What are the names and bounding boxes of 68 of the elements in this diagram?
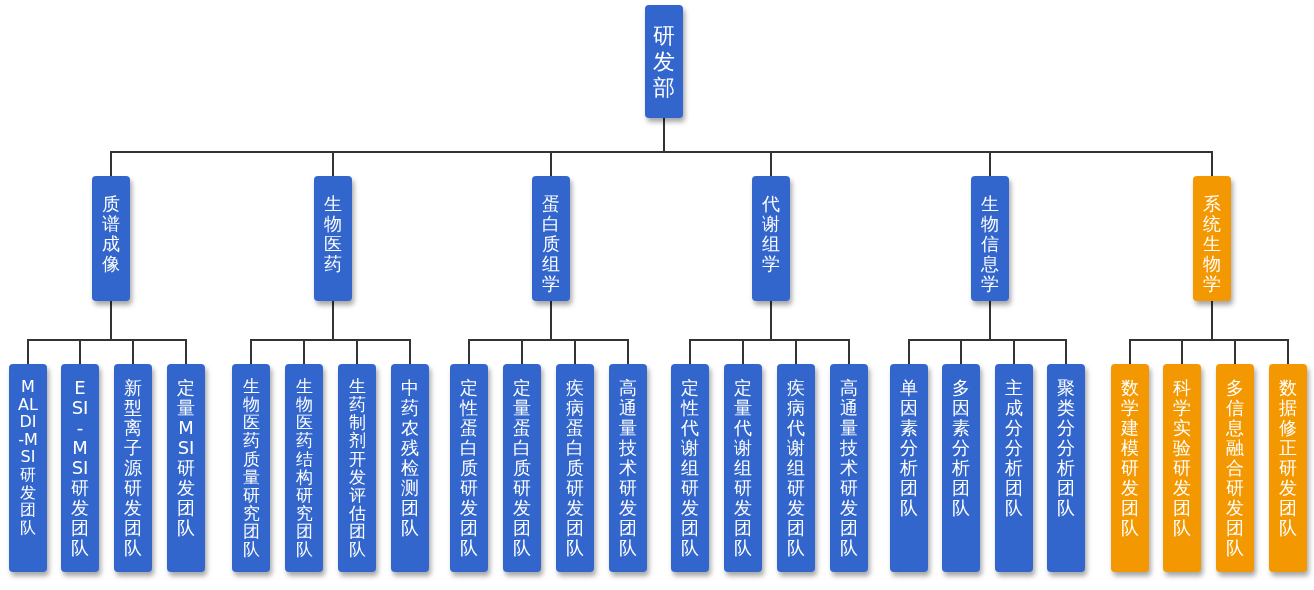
box-label: ESI-MSI研发团队 xyxy=(70,378,90,558)
box-label: 定量蛋白质研发团队 xyxy=(512,378,532,558)
box-label: 定量 MSI 研发团队 xyxy=(176,378,196,538)
team-box xyxy=(167,364,205,572)
team-box xyxy=(609,364,647,572)
team-box xyxy=(1111,364,1149,572)
team-box xyxy=(232,364,270,572)
box-label: 数学建模研发团队 xyxy=(1120,378,1140,538)
team-box xyxy=(61,364,99,572)
division-box xyxy=(92,176,130,301)
box-label: 疾病代谢组研发团队 xyxy=(786,378,806,558)
box-label: 科学实验研发团队 xyxy=(1172,378,1192,538)
department-box xyxy=(645,5,683,118)
team-box xyxy=(890,364,928,572)
team-box xyxy=(777,364,815,572)
division-box xyxy=(314,176,352,301)
team-box xyxy=(724,364,762,572)
box-label: 定量代谢组研发团队 xyxy=(733,378,753,558)
box-label: 中药农残检测团队 xyxy=(400,378,420,538)
box-label: 质谱成像 xyxy=(101,194,121,274)
team-box xyxy=(1216,364,1254,572)
connector-line xyxy=(332,300,411,365)
connector-line xyxy=(989,300,1067,365)
team-box xyxy=(285,364,323,572)
team-box xyxy=(1047,364,1085,572)
team-box xyxy=(503,364,541,572)
box-label: 研发部 xyxy=(652,22,676,101)
box-label: 生物医药结构研究团队 xyxy=(294,378,314,560)
connector-line xyxy=(550,300,629,365)
box-label: 生药制剂开发评估团队 xyxy=(347,378,367,560)
division-box xyxy=(1193,176,1231,301)
connector-line xyxy=(110,300,187,365)
box-label: 多因素分析团队 xyxy=(951,378,971,518)
team-box xyxy=(1269,364,1307,572)
division-box xyxy=(971,176,1009,301)
connector-line xyxy=(1211,300,1289,365)
box-label: 数据修正研发团队 xyxy=(1278,378,1298,538)
box-label: 定性蛋白质研发团队 xyxy=(459,378,479,558)
team-box xyxy=(450,364,488,572)
team-box xyxy=(1163,364,1201,572)
team-box xyxy=(338,364,376,572)
connector-line xyxy=(770,300,850,365)
team-box xyxy=(9,364,47,572)
box-label: 新型离子源研发团队 xyxy=(123,378,143,558)
division-box xyxy=(752,176,790,301)
box-label: 多信息融合研发团队 xyxy=(1225,378,1245,558)
box-label: 单因素分析团队 xyxy=(899,378,919,518)
box-label: MALDI-MSI研发团队 xyxy=(18,378,38,537)
team-box xyxy=(114,364,152,572)
box-label: 疾病蛋白质研发团队 xyxy=(565,378,585,558)
team-box xyxy=(942,364,980,572)
team-box xyxy=(391,364,429,572)
box-label: 高通量技术研发团队 xyxy=(839,378,859,558)
box-label: 蛋白质组学 xyxy=(541,194,561,294)
box-label: 代谢组学 xyxy=(761,194,781,274)
box-label: 主成分分析团队 xyxy=(1004,378,1024,518)
team-box xyxy=(830,364,868,572)
box-label: 系统生物学 xyxy=(1202,194,1222,294)
box-label: 生物医药 xyxy=(323,194,343,274)
box-label: 生物医药质量研究团队 xyxy=(241,378,261,560)
box-label: 定性代谢组研发团队 xyxy=(680,378,700,558)
team-box xyxy=(556,364,594,572)
box-label: 聚类分分析团队 xyxy=(1056,378,1076,518)
division-box xyxy=(532,176,570,301)
box-label: 高通量技术研发团队 xyxy=(618,378,638,558)
team-box xyxy=(995,364,1033,572)
box-label: 生物信息学 xyxy=(980,194,1000,294)
team-box xyxy=(671,364,709,572)
